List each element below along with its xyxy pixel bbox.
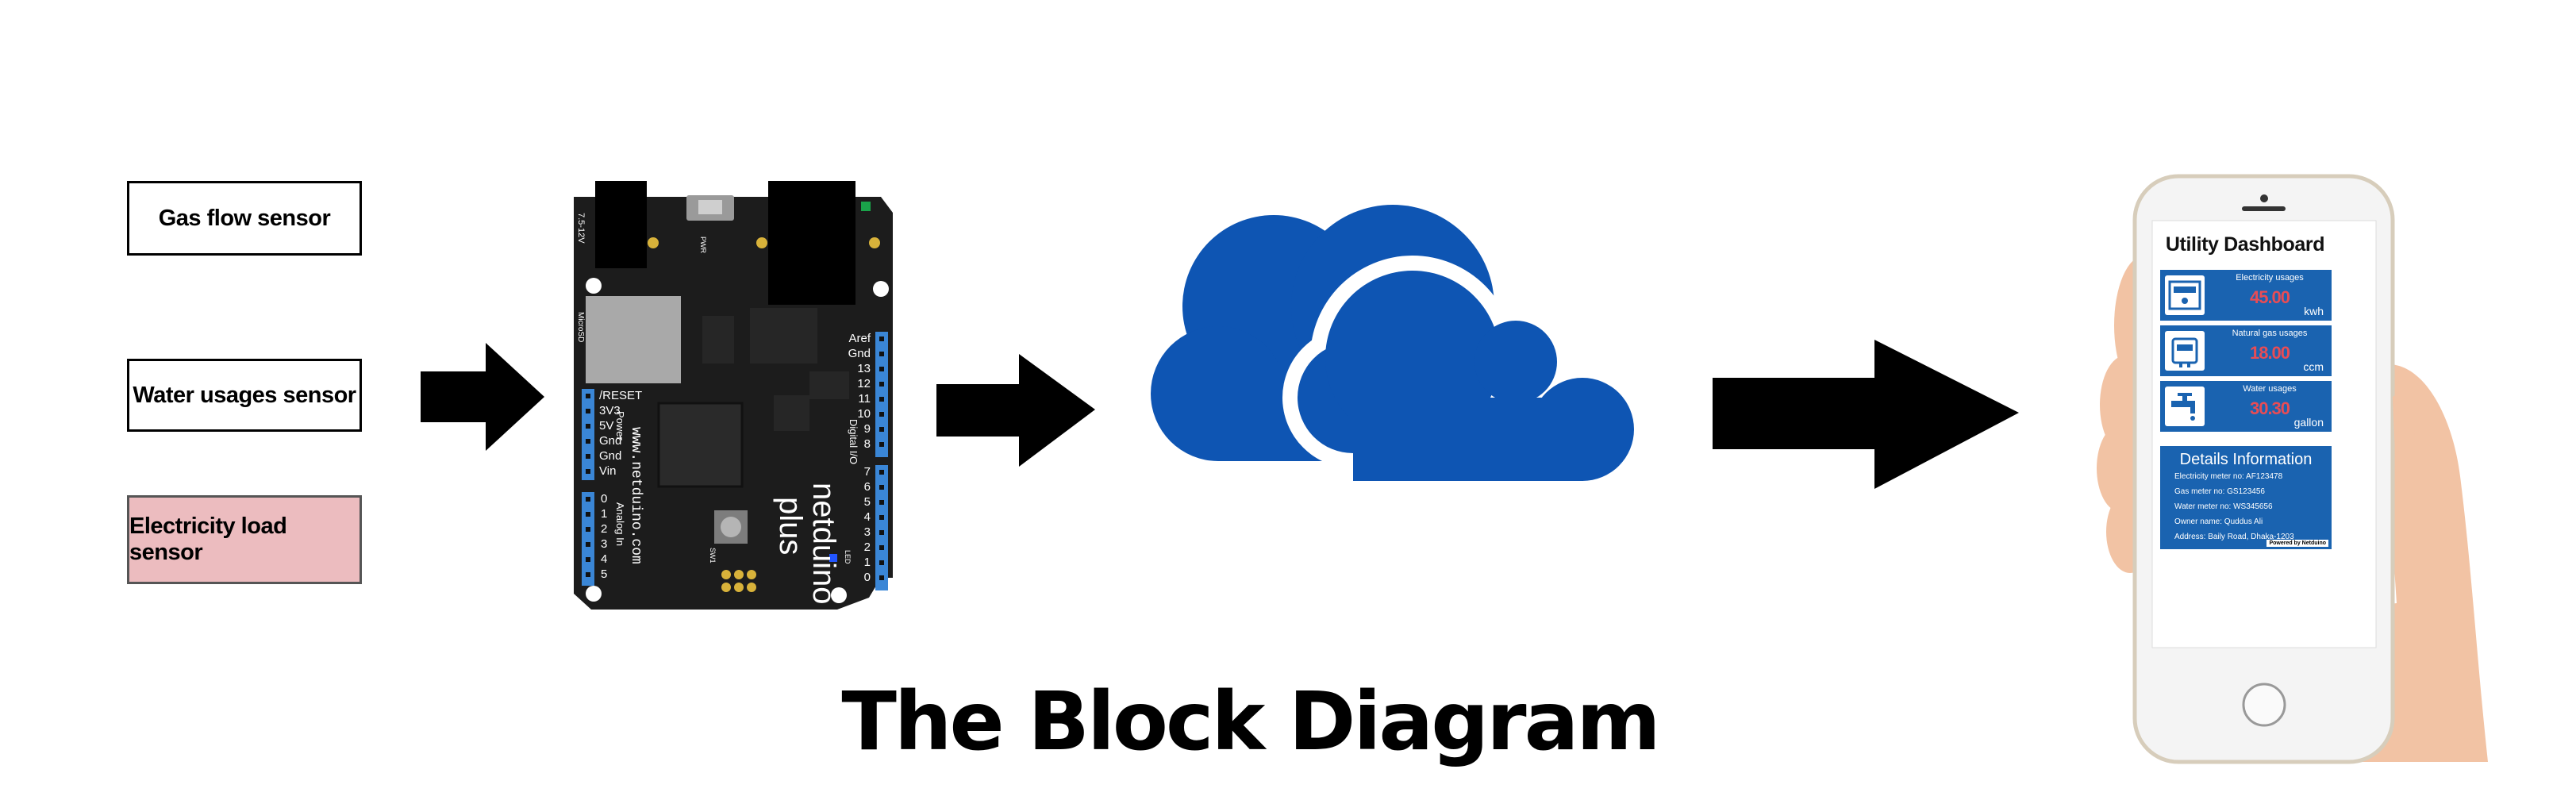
pin-label: 3V3: [599, 404, 621, 417]
pin-label: Vin: [599, 464, 616, 478]
electric-meter-icon: [2165, 275, 2205, 315]
pin-label: 8: [864, 437, 871, 451]
pin-label: 7: [864, 465, 871, 479]
pin-label: 0: [601, 492, 607, 506]
pin-label: Aref: [848, 332, 871, 345]
water-usages-sensor-label: Water usages sensor: [133, 382, 356, 408]
electricity-usage-unit: kwh: [2304, 305, 2324, 317]
analog-pin-header: [582, 492, 594, 586]
digital-pin-header-top: [875, 332, 888, 457]
pin-label: 5: [601, 567, 607, 581]
gas-usage-value: 18.00: [2249, 343, 2290, 363]
pin-label: 6: [864, 480, 871, 494]
sw1-label: SW1: [709, 548, 717, 563]
home-button: [2242, 683, 2286, 727]
pin-label: 2: [864, 540, 871, 554]
pwr-label: PWR: [699, 237, 707, 253]
pin-label: 0: [864, 571, 871, 584]
water-usages-sensor-box: Water usages sensor: [127, 359, 362, 432]
water-usage-value: 30.30: [2249, 398, 2290, 418]
pin-label: Gnd: [599, 434, 621, 448]
board-brand-name: netduino: [806, 483, 841, 604]
microsd-label: MicroSD: [576, 312, 585, 342]
ethernet-jack: [768, 181, 855, 305]
pin-label: 3: [601, 537, 607, 551]
details-line: Owner name: Quddus Ali: [2174, 517, 2263, 526]
cloud-icon: [1151, 205, 1649, 498]
pin-label: 1: [864, 556, 871, 569]
gas-flow-sensor-label: Gas flow sensor: [158, 205, 331, 231]
power-pin-header: [582, 389, 594, 480]
details-information-panel: Details Information Electricity meter no…: [2160, 446, 2332, 549]
gas-usage-unit: ccm: [2303, 360, 2324, 373]
electricity-usage-label: Electricity usages: [2236, 273, 2304, 283]
pin-label: 4: [864, 510, 871, 524]
arrow-cloud-to-phone: [1713, 340, 2019, 489]
gas-usage-card: Natural gas usages 18.00 ccm: [2160, 325, 2332, 376]
pin-label: 13: [857, 362, 871, 375]
pin-label: Gnd: [848, 347, 871, 360]
details-line: Gas meter no: GS123456: [2174, 487, 2265, 496]
pin-label: /RESET: [599, 389, 642, 402]
powered-by-badge: Powered by Netduino: [2266, 540, 2328, 547]
pin-label: 9: [864, 422, 871, 436]
led-label: LED: [844, 550, 852, 564]
digital-pin-header-bottom: [875, 465, 888, 590]
details-line: Electricity meter no: AF123478: [2174, 472, 2283, 481]
arrow-sensors-to-board: [421, 343, 544, 451]
pin-label: 10: [857, 407, 871, 421]
board-url: www.netduino.com: [628, 427, 644, 564]
utility-dashboard-screen: Utility Dashboard Electricity usages 45.…: [2155, 224, 2335, 549]
electricity-usage-card: Electricity usages 45.00 kwh: [2160, 270, 2332, 321]
microsd-slot: [586, 296, 681, 383]
electricity-load-sensor-box: Electricity load sensor: [127, 495, 362, 584]
pin-label: 12: [857, 377, 871, 390]
digital-section-label: Digital I/O: [848, 419, 859, 464]
gas-usage-label: Natural gas usages: [2232, 329, 2308, 338]
pin-label: 11: [858, 392, 871, 406]
dashboard-title: Utility Dashboard: [2165, 233, 2325, 256]
voltage-label: 7.5-12V: [576, 213, 586, 244]
water-usage-unit: gallon: [2293, 416, 2324, 429]
netduino-plus-board: /RESET 3V3 5V Gnd Gnd Vin 0 1 2 3 4 5 Ar…: [574, 181, 893, 610]
pin-label: 1: [601, 507, 607, 521]
gas-flow-sensor-box: Gas flow sensor: [127, 181, 362, 256]
dc-power-jack: [595, 181, 647, 268]
pin-label: 2: [601, 522, 607, 536]
pin-label: Gnd: [599, 449, 621, 463]
pin-label: 5: [864, 495, 871, 509]
pin-label: 5V: [599, 419, 613, 433]
details-line: Water meter no: WS345656: [2174, 502, 2273, 511]
water-usage-card: Water usages 30.30 gallon: [2160, 381, 2332, 432]
gas-meter-icon: [2165, 331, 2205, 371]
pin-label: 4: [601, 552, 607, 566]
analog-section-label: Analog In: [614, 502, 626, 546]
pin-label: 3: [864, 525, 871, 539]
diagram-caption: The Block Diagram: [841, 675, 1660, 769]
board-brand-sub: plus: [773, 497, 808, 555]
water-tap-icon: [2165, 387, 2205, 426]
electricity-usage-value: 45.00: [2249, 287, 2290, 307]
water-usage-label: Water usages: [2243, 384, 2297, 394]
electricity-load-sensor-label: Electricity load sensor: [129, 513, 287, 565]
arrow-board-to-cloud: [936, 354, 1095, 467]
details-heading: Details Information: [2179, 451, 2313, 468]
details-line: Address: Baily Road, Dhaka-1203: [2174, 533, 2294, 541]
power-section-label: Power: [614, 411, 626, 441]
microcontroller-chip: [657, 402, 744, 488]
